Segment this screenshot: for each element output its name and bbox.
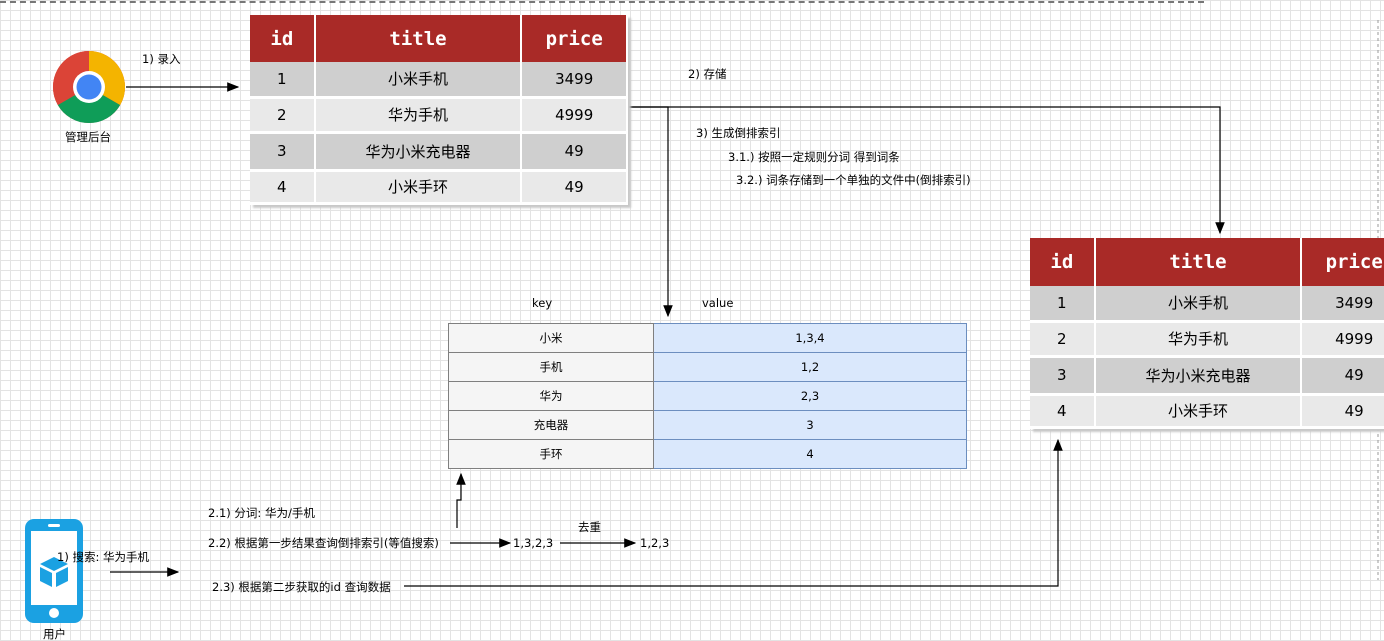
cell-title: 小米手环	[314, 170, 523, 205]
index-key: 手环	[448, 439, 654, 469]
table-row: 3 华为小米充电器 49	[250, 132, 628, 172]
cell-price: 4999	[521, 97, 628, 134]
index-value: 3	[653, 410, 967, 440]
index-key: 手机	[448, 352, 654, 382]
user-label: 用户	[43, 627, 66, 641]
table-row: 1 小米手机 3499	[250, 62, 628, 99]
cell-id: 4	[1030, 394, 1096, 429]
index-key: 充电器	[448, 410, 654, 440]
cell-title: 华为小米充电器	[1094, 356, 1303, 396]
cell-title: 华为手机	[314, 97, 523, 134]
table-row: 2 华为手机 4999	[250, 97, 628, 134]
step-2-1-label: 2.1) 分词: 华为/手机	[208, 506, 315, 520]
cell-id: 1	[1030, 286, 1096, 323]
table-row: 3 华为小米充电器 49	[1030, 356, 1384, 396]
cell-id: 3	[1030, 356, 1096, 396]
ids-dedup-label: 1,2,3	[640, 536, 670, 550]
ids-raw-label: 1,3,2,3	[513, 536, 554, 550]
index-row: 手机 1,2	[448, 352, 967, 382]
table-row: 2 华为手机 4999	[1030, 321, 1384, 358]
table-row: 4 小米手环 49	[1030, 394, 1384, 429]
arrow-store	[628, 106, 1225, 235]
cell-price: 49	[1301, 394, 1384, 429]
index-row: 手环 4	[448, 439, 967, 469]
step-index-2-label: 3.2.) 词条存储到一个单独的文件中(倒排索引)	[736, 173, 971, 187]
header-price: price	[521, 15, 628, 62]
header-price: price	[1301, 238, 1384, 286]
cell-title: 小米手机	[314, 62, 523, 99]
index-row: 小米 1,3,4	[448, 323, 967, 353]
index-value: 1,3,4	[653, 323, 967, 353]
cell-title: 华为手机	[1094, 321, 1303, 358]
cell-price: 49	[521, 170, 628, 205]
index-value: 2,3	[653, 381, 967, 411]
cell-price: 4999	[1301, 321, 1384, 358]
index-value: 4	[653, 439, 967, 469]
header-title: title	[314, 15, 523, 62]
step-index-label: 3) 生成倒排索引	[696, 126, 781, 140]
arrow-tokenize-to-index	[456, 472, 466, 528]
chrome-icon	[52, 50, 126, 124]
value-header: value	[702, 296, 734, 310]
top-dashed-border	[0, 1, 1204, 3]
admin-label: 管理后台	[65, 130, 111, 144]
index-key: 华为	[448, 381, 654, 411]
top-product-table: id title price 1 小米手机 3499 2 华为手机 4999 3…	[250, 15, 628, 205]
cell-price: 3499	[521, 62, 628, 99]
table-row: 1 小米手机 3499	[1030, 286, 1384, 323]
header-title: title	[1094, 238, 1303, 286]
arrow-generate-index	[628, 106, 673, 318]
index-row: 充电器 3	[448, 410, 967, 440]
right-table-clip: id title price 1 小米手机 3499 2 华为手机 4999 3…	[1030, 238, 1384, 438]
right-product-table: id title price 1 小米手机 3499 2 华为手机 4999 3…	[1030, 238, 1384, 429]
index-value: 1,2	[653, 352, 967, 382]
header-id: id	[1030, 238, 1096, 286]
cell-price: 49	[1301, 356, 1384, 396]
cell-id: 2	[250, 97, 316, 134]
step-index-1-label: 3.1.) 按照一定规则分词 得到词条	[728, 150, 900, 164]
index-key: 小米	[448, 323, 654, 353]
step-2-2-label: 2.2) 根据第一步结果查询倒排索引(等值搜索)	[208, 536, 439, 550]
cell-title: 小米手机	[1094, 286, 1303, 323]
cell-id: 2	[1030, 321, 1096, 358]
phone-icon	[23, 517, 85, 625]
step-2-3-label: 2.3) 根据第二步获取的id 查询数据	[212, 580, 391, 594]
table-row: 4 小米手环 49	[250, 170, 628, 205]
cell-id: 3	[250, 132, 316, 172]
arrow-fetch-by-id	[404, 438, 1063, 587]
cell-price: 49	[521, 132, 628, 172]
cell-price: 3499	[1301, 286, 1384, 323]
dedupe-label: 去重	[578, 520, 601, 534]
key-header: key	[532, 296, 553, 310]
cell-id: 4	[250, 170, 316, 205]
header-id: id	[250, 15, 316, 62]
step-input-label: 1) 录入	[142, 52, 181, 66]
step-store-label: 2) 存储	[688, 67, 727, 81]
cell-title: 华为小米充电器	[314, 132, 523, 172]
index-row: 华为 2,3	[448, 381, 967, 411]
step-search-label: 1) 搜索: 华为手机	[57, 550, 149, 564]
cell-title: 小米手环	[1094, 394, 1303, 429]
inverted-index-table: 小米 1,3,4 手机 1,2 华为 2,3 充电器 3 手环 4	[448, 323, 967, 469]
cell-id: 1	[250, 62, 316, 99]
